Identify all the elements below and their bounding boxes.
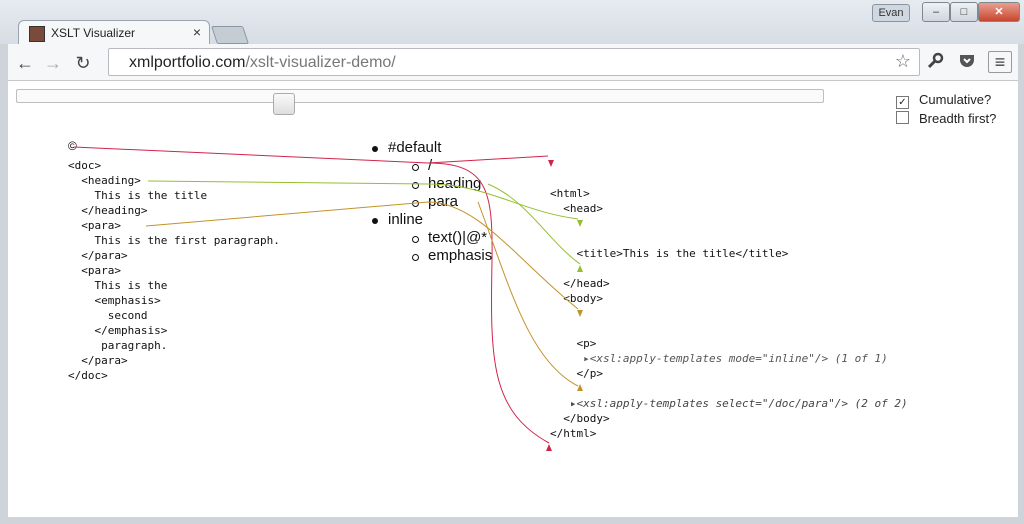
output-document: <html> <head> <title>This is the title</… — [550, 186, 908, 441]
rule-bullet — [412, 182, 419, 189]
para-link — [145, 201, 579, 310]
source-line[interactable]: </para> — [68, 249, 128, 262]
rule-emphasis[interactable]: emphasis — [428, 247, 493, 264]
close-window-button[interactable]: ✕ — [978, 2, 1020, 22]
tab-close-icon[interactable]: × — [192, 24, 201, 40]
slider-thumb[interactable] — [273, 93, 295, 115]
root-marker-top — [548, 160, 554, 167]
address-bar[interactable]: xmlportfolio.com/xslt-visualizer-demo/ ☆ — [108, 48, 920, 76]
mode-bullet — [372, 146, 378, 152]
output-line: <body> — [550, 292, 603, 305]
rule-text-or-attribute[interactable]: text()|@* — [428, 229, 488, 246]
menu-icon[interactable]: ≡ — [988, 51, 1012, 73]
source-line[interactable]: </emphasis> — [68, 324, 168, 337]
output-line: </p> — [550, 367, 603, 380]
url-text: xmlportfolio.com/xslt-visualizer-demo/ — [129, 54, 396, 72]
title-bar: XSLT Visualizer × Evan – □ ✕ — [0, 0, 1024, 47]
breadth-first-checkbox[interactable] — [896, 111, 909, 124]
heading-link — [147, 180, 579, 220]
template-links — [73, 146, 583, 451]
root-link — [73, 146, 549, 164]
rule-bullet — [412, 236, 419, 243]
maximize-button[interactable]: □ — [950, 2, 978, 22]
source-root-marker[interactable]: © — [68, 139, 77, 153]
forward-icon[interactable]: → — [44, 53, 62, 73]
source-line[interactable]: second — [68, 309, 148, 322]
output-line: <head> — [550, 202, 603, 215]
source-line[interactable]: This is the title — [68, 189, 208, 202]
source-line[interactable]: <doc> — [68, 159, 102, 172]
new-tab-button[interactable] — [211, 26, 249, 44]
mode-bullet — [372, 218, 378, 224]
breadth-first-label: Breadth first? — [919, 111, 997, 126]
source-line[interactable]: </para> — [68, 354, 128, 367]
step-slider[interactable] — [16, 89, 824, 115]
output-line: </head> — [550, 277, 610, 290]
favicon-icon — [29, 26, 45, 42]
source-line[interactable]: This is the first paragraph. — [68, 234, 280, 247]
source-line[interactable]: </heading> — [68, 204, 148, 217]
rule-heading[interactable]: heading — [428, 175, 482, 192]
heading-marker-top — [577, 220, 583, 227]
heading-marker-bottom — [577, 265, 583, 272]
source-line[interactable]: <para> — [68, 219, 121, 232]
back-icon[interactable]: ← — [16, 53, 34, 73]
source-line[interactable]: This is the — [68, 279, 168, 292]
breadth-first-option[interactable]: Breadth first? — [896, 111, 996, 126]
pocket-icon[interactable] — [956, 52, 978, 75]
rule-bullet — [412, 164, 419, 171]
para-marker-top — [577, 310, 583, 317]
url-path: /xslt-visualizer-demo/ — [245, 54, 396, 71]
para-marker-bottom — [577, 384, 583, 391]
tab-xslt-visualizer[interactable]: XSLT Visualizer × — [18, 20, 210, 47]
output-line: </body> — [550, 412, 610, 425]
cumulative-checkbox[interactable]: ✓ — [896, 96, 909, 109]
page-content: ✓ Cumulative? Breadth first? © <doc> <hea… — [8, 81, 1018, 517]
tab-title: XSLT Visualizer — [51, 26, 136, 40]
browser-toolbar: ← → ↻ xmlportfolio.com/xslt-visualizer-d… — [8, 44, 1018, 81]
pending-apply-templates[interactable]: ▸<xsl:apply-templates mode="inline"/> (1… — [550, 352, 888, 365]
reload-icon[interactable]: ↻ — [75, 53, 91, 73]
cumulative-option[interactable]: ✓ Cumulative? — [896, 92, 991, 109]
output-line: </html> — [550, 427, 597, 440]
source-line[interactable]: </doc> — [68, 369, 108, 382]
wrench-icon[interactable] — [924, 52, 946, 75]
source-line[interactable]: paragraph. — [68, 339, 168, 352]
url-domain: xmlportfolio.com — [129, 54, 246, 71]
output-line: <html> — [550, 187, 590, 200]
minimize-button[interactable]: – — [922, 2, 950, 22]
source-line[interactable]: <para> — [68, 264, 121, 277]
para-link-output — [477, 201, 579, 387]
pending-apply-templates[interactable]: ▸<xsl:apply-templates select="/doc/para"… — [550, 397, 908, 410]
output-line: <p> — [550, 337, 597, 350]
rule-root[interactable]: / — [428, 157, 433, 174]
rule-bullet — [412, 254, 419, 261]
profile-button[interactable]: Evan — [872, 4, 910, 22]
source-line[interactable]: <emphasis> — [68, 294, 161, 307]
root-marker-bottom — [546, 444, 552, 451]
source-document: <doc> <heading> This is the title </head… — [68, 158, 280, 383]
root-link-output — [427, 162, 550, 444]
heading-link-output — [487, 183, 581, 265]
bookmark-star-icon[interactable]: ☆ — [894, 51, 911, 71]
mode-default: #default — [388, 139, 442, 156]
mode-inline: inline — [388, 211, 424, 228]
source-line[interactable]: <heading> — [68, 174, 141, 187]
cumulative-label: Cumulative? — [919, 92, 992, 107]
output-line: <title>This is the title</title> — [550, 247, 789, 260]
